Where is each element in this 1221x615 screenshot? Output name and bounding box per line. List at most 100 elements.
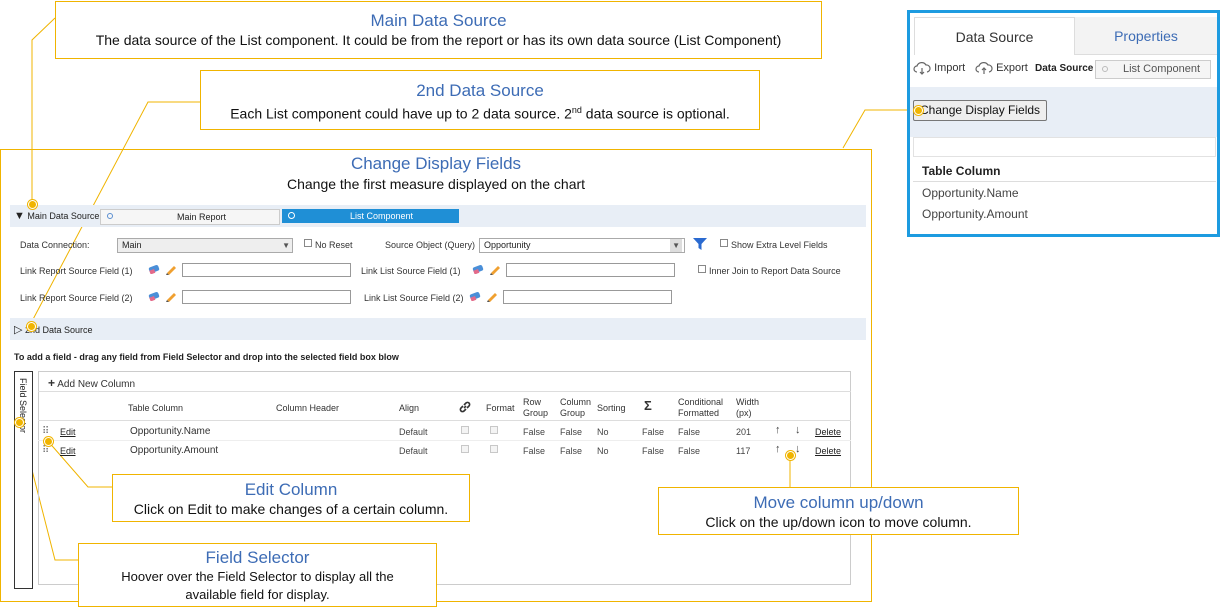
row-sum: False xyxy=(642,446,665,456)
data-source-value: List Component xyxy=(1123,63,1201,75)
data-source-label: Data Source xyxy=(1035,63,1094,74)
row-column-group: False xyxy=(560,446,583,456)
inner-join-checkbox[interactable] xyxy=(698,265,706,273)
callout-body-sup: nd xyxy=(571,105,582,115)
column-grid-panel xyxy=(38,371,851,585)
callout-title: Move column up/down xyxy=(753,493,924,512)
second-data-source-label: 2nd Data Source xyxy=(24,325,93,335)
show-extra-level-label: Show Extra Level Fields xyxy=(731,240,828,250)
row-sorting: No xyxy=(597,446,609,456)
callout-anchor-dot xyxy=(44,437,53,446)
no-reset-checkbox[interactable] xyxy=(304,239,312,247)
delete-link[interactable]: Delete xyxy=(815,446,842,456)
edit-link[interactable]: Edit xyxy=(60,427,76,437)
callout-main-data-source: Main Data Source The data source of the … xyxy=(55,1,822,59)
callout-body: Change the first measure displayed on th… xyxy=(286,176,586,192)
radio-list-component[interactable]: List Component xyxy=(282,209,459,223)
edit-link[interactable]: Edit xyxy=(60,446,76,456)
pencil-icon[interactable] xyxy=(165,290,177,305)
arrow-down-icon[interactable]: ↓ xyxy=(795,443,801,455)
row-align[interactable]: Default xyxy=(399,446,428,456)
callout-body-text: Each List component could have up to 2 d… xyxy=(230,105,572,122)
row-align[interactable]: Default xyxy=(399,427,428,437)
change-display-fields-button[interactable]: Change Display Fields xyxy=(913,100,1048,121)
source-object-label: Source Object (Query) xyxy=(385,240,476,250)
source-object-select[interactable]: Opportunity▼ xyxy=(479,238,685,253)
drag-instruction: To add a field - drag any field from Fie… xyxy=(14,352,399,362)
callout-anchor-dot xyxy=(27,322,36,331)
radio-selected-icon xyxy=(288,212,295,219)
data-source-dropdown[interactable]: List Component xyxy=(1095,60,1211,79)
pencil-icon[interactable] xyxy=(489,263,501,278)
row-row-group: False xyxy=(523,427,546,437)
eraser-icon[interactable] xyxy=(148,291,162,304)
data-connection-select[interactable]: Main▼ xyxy=(117,238,293,253)
callout-body: Hoover over the Field Selector to displa… xyxy=(121,569,394,602)
panel-search-row xyxy=(913,137,1216,157)
callout-body-text-end: data source is optional. xyxy=(581,105,730,122)
eraser-icon[interactable] xyxy=(472,264,486,277)
arrow-down-icon[interactable]: ↓ xyxy=(795,424,801,436)
callout-body: Each List component could have up to 2 d… xyxy=(201,101,759,124)
show-extra-level-checkbox[interactable] xyxy=(720,239,728,247)
link-checkbox[interactable] xyxy=(461,426,469,434)
arrow-up-icon[interactable]: ↑ xyxy=(775,424,781,436)
link-list-field-1-label: Link List Source Field (1) xyxy=(361,266,461,276)
format-checkbox[interactable] xyxy=(490,426,498,434)
main-data-source-label: Main Data Source xyxy=(27,211,100,221)
format-checkbox[interactable] xyxy=(490,445,498,453)
plus-icon: + xyxy=(48,376,56,390)
callout-anchor-dot xyxy=(15,418,24,427)
add-new-column-button[interactable]: + Add New Column xyxy=(48,376,135,390)
grid-divider xyxy=(38,391,851,392)
arrow-up-icon[interactable]: ↑ xyxy=(775,443,781,455)
select-value: Main xyxy=(122,240,142,250)
field-selector-tab[interactable]: Field Selector xyxy=(14,371,33,589)
caret-right-icon: ▷ xyxy=(14,324,23,336)
eraser-icon[interactable] xyxy=(469,291,483,304)
export-label: Export xyxy=(996,61,1028,74)
sigma-icon: Σ xyxy=(644,398,652,413)
header-table-column: Table Column xyxy=(128,403,184,413)
pencil-icon[interactable] xyxy=(486,290,498,305)
callout-anchor-dot xyxy=(786,451,795,460)
callout-anchor-dot xyxy=(28,200,37,209)
link-list-field-2-label: Link List Source Field (2) xyxy=(364,293,464,303)
link-icon xyxy=(458,400,472,419)
add-new-column-label: Add New Column xyxy=(57,379,136,390)
callout-title: 2nd Data Source xyxy=(416,81,544,100)
row-width: 201 xyxy=(736,427,752,437)
callout-body: Click on Edit to make changes of a certa… xyxy=(133,501,449,517)
delete-link[interactable]: Delete xyxy=(815,427,842,437)
eraser-icon[interactable] xyxy=(148,264,162,277)
import-button[interactable]: Import xyxy=(913,61,965,75)
filter-icon[interactable] xyxy=(693,237,707,256)
main-data-source-toggle[interactable]: ▼ Main Data Source xyxy=(14,210,99,222)
callout-edit-column: Edit Column Click on Edit to make change… xyxy=(112,474,470,522)
no-reset-label: No Reset xyxy=(315,240,353,250)
link-checkbox[interactable] xyxy=(461,445,469,453)
link-report-field-2-label: Link Report Source Field (2) xyxy=(20,293,133,303)
second-data-source-toggle[interactable]: ▷ 2nd Data Source xyxy=(14,323,93,336)
pencil-icon[interactable] xyxy=(165,263,177,278)
link-report-field-2-input[interactable] xyxy=(182,290,351,304)
grid-divider xyxy=(38,440,851,441)
tab-properties[interactable]: Properties xyxy=(1075,17,1217,55)
link-list-field-2-input[interactable] xyxy=(503,290,672,304)
callout-title: Edit Column xyxy=(244,480,338,499)
row-column-group: False xyxy=(560,427,583,437)
import-label: Import xyxy=(934,61,966,74)
export-button[interactable]: Export xyxy=(975,61,1028,75)
callout-field-selector: Field Selector Hoover over the Field Sel… xyxy=(78,543,437,607)
callout-title: Change Display Fields xyxy=(350,154,522,173)
header-width: Width (px) xyxy=(736,397,760,418)
data-connection-label: Data Connection: xyxy=(20,240,90,250)
radio-main-report[interactable]: Main Report xyxy=(100,209,280,225)
link-report-field-1-input[interactable] xyxy=(182,263,351,277)
drag-handle-icon[interactable]: ⠿ xyxy=(42,426,50,437)
tab-data-source[interactable]: Data Source xyxy=(914,17,1075,55)
link-list-field-1-input[interactable] xyxy=(506,263,675,277)
inner-join-label: Inner Join to Report Data Source xyxy=(709,266,841,276)
cloud-upload-icon xyxy=(975,62,993,74)
drag-handle-icon[interactable]: ⠿ xyxy=(42,445,50,456)
